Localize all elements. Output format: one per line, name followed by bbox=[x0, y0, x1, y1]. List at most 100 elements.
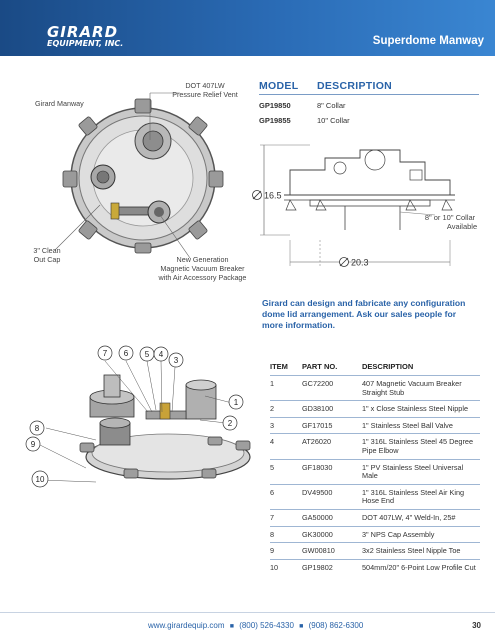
part-description: 3" NPS Cap Assembly bbox=[362, 529, 435, 539]
callout-2: 2 bbox=[228, 419, 233, 428]
collar-note-line2: Available bbox=[447, 222, 477, 231]
parts-table: ITEM PART NO. DESCRIPTION 1 GC72200 407 Ma… bbox=[270, 362, 480, 575]
model-description: 10" Collar bbox=[317, 116, 350, 125]
vacuum-breaker-line3: with Air Accessory Package bbox=[158, 273, 247, 282]
model-number: GP19855 bbox=[259, 116, 291, 125]
page-number: 30 bbox=[472, 621, 481, 630]
part-number: GF17015 bbox=[302, 420, 333, 430]
exploded-assembly-illustration bbox=[79, 374, 251, 480]
callout-6: 6 bbox=[124, 349, 129, 358]
parts-row: 1 GC72200 407 Magnetic Vacuum Breaker Stra… bbox=[270, 376, 480, 402]
page-footer: www.girardequip.com ■ (800) 526-4330 ■ (… bbox=[0, 612, 495, 640]
callout-5: 5 bbox=[145, 350, 150, 359]
part-description: 3x2 Stainless Steel Nipple Toe bbox=[362, 546, 461, 556]
item-number: 5 bbox=[270, 462, 275, 472]
callout-8: 8 bbox=[35, 424, 40, 433]
parts-row: 10 GP19802 504mm/20" 6-Point Low Profile C… bbox=[270, 560, 480, 576]
manway-side-view-drawing: 16.5 20.3 8" or 10" Collar Available bbox=[252, 144, 477, 268]
part-number: GW00810 bbox=[302, 546, 335, 556]
clean-out-line1: 3" Clean bbox=[33, 246, 61, 255]
separator-square-icon: ■ bbox=[229, 623, 234, 630]
relief-vent-line1: DOT 407LW bbox=[185, 81, 225, 90]
part-no-header: PART NO. bbox=[302, 362, 338, 371]
parts-row: 8 GK30000 3" NPS Cap Assembly bbox=[270, 527, 480, 544]
parts-row: 7 GA50000 DOT 407LW, 4" Weld-In, 25# bbox=[270, 510, 480, 527]
parts-row: 5 GF18030 1" PV Stainless Steel Universal … bbox=[270, 460, 480, 485]
diameter-symbol bbox=[252, 190, 262, 200]
item-number: 1 bbox=[270, 379, 275, 388]
top-leader-lines bbox=[54, 92, 191, 259]
part-description: 1" Stainless Steel Ball Valve bbox=[362, 420, 453, 430]
callout-3: 3 bbox=[174, 356, 179, 365]
model-row: GP19850 8" Collar bbox=[259, 101, 479, 110]
description-header: DESCRIPTION bbox=[362, 362, 414, 371]
vacuum-breaker-line2: Magnetic Vacuum Breaker bbox=[160, 264, 245, 273]
item-number: 7 bbox=[270, 512, 275, 522]
footer-url[interactable]: www.girardequip.com bbox=[148, 621, 225, 630]
part-description: 407 Magnetic Vacuum Breaker Straight Stu… bbox=[362, 379, 462, 397]
description-header: DESCRIPTION bbox=[317, 80, 393, 92]
clean-out-line2: Out Cap bbox=[33, 255, 61, 264]
label-relief-vent: DOT 407LW Pressure Relief Vent bbox=[160, 81, 250, 99]
part-description: 1" 316L Stainless Steel Air King Hose En… bbox=[362, 487, 465, 506]
height-dimension: 16.5 bbox=[264, 191, 282, 201]
design-blurb: Girard can design and fabricate any conf… bbox=[262, 298, 466, 330]
width-dimension: 20.3 bbox=[351, 258, 369, 268]
item-number: 3 bbox=[270, 420, 275, 430]
parts-row: 6 DV49500 1" 316L Stainless Steel Air King… bbox=[270, 485, 480, 510]
callout-1: 1 bbox=[234, 398, 239, 407]
vacuum-breaker-line1: New Generation bbox=[176, 255, 229, 264]
part-number: GP19802 bbox=[302, 562, 333, 572]
relief-vent-line2: Pressure Relief Vent bbox=[172, 90, 238, 99]
item-number: 2 bbox=[270, 404, 275, 414]
callout-9: 9 bbox=[31, 440, 36, 449]
parts-row: 3 GF17015 1" Stainless Steel Ball Valve bbox=[270, 418, 480, 435]
model-header: MODEL bbox=[259, 80, 299, 92]
item-number: 6 bbox=[270, 487, 275, 497]
parts-row: 9 GW00810 3x2 Stainless Steel Nipple Toe bbox=[270, 543, 480, 560]
manway-top-view-illustration bbox=[62, 98, 224, 254]
footer-phone-2[interactable]: (908) 862-6300 bbox=[308, 621, 364, 630]
callout-10: 10 bbox=[36, 475, 45, 484]
separator-square-icon: ■ bbox=[299, 623, 304, 630]
part-description: 1" PV Stainless Steel Universal Male bbox=[362, 462, 464, 481]
label-vacuum-breaker: New Generation Magnetic Vacuum Breaker w… bbox=[150, 255, 255, 282]
part-number: DV49500 bbox=[302, 487, 333, 497]
model-description: 8" Collar bbox=[317, 101, 346, 110]
parts-table-header: ITEM PART NO. DESCRIPTION bbox=[270, 362, 480, 376]
part-number: AT26020 bbox=[302, 437, 332, 447]
footer-phone-1[interactable]: (800) 526-4330 bbox=[239, 621, 294, 630]
item-number: 8 bbox=[270, 529, 275, 539]
logo-sub-text: EQUIPMENT, INC. bbox=[47, 39, 124, 48]
model-row: GP19855 10" Collar bbox=[259, 116, 479, 125]
header-band bbox=[0, 0, 495, 56]
model-table: MODEL DESCRIPTION GP19850 8" Collar GP19… bbox=[259, 80, 479, 125]
part-description: 1" x Close Stainless Steel Nipple bbox=[362, 404, 469, 414]
item-number: 4 bbox=[270, 437, 275, 447]
part-description: DOT 407LW, 4" Weld-In, 25# bbox=[362, 512, 456, 522]
girard-logo: GIRARD EQUIPMENT, INC. bbox=[47, 23, 124, 49]
part-number: GC72200 bbox=[302, 379, 334, 388]
part-number: GD38100 bbox=[302, 404, 334, 414]
model-table-header: MODEL DESCRIPTION bbox=[259, 80, 479, 95]
collar-note-line1: 8" or 10" Collar bbox=[425, 213, 476, 222]
parts-row: 4 AT26020 1" 316L Stainless Steel 45 Degre… bbox=[270, 434, 480, 460]
callout-4: 4 bbox=[159, 350, 164, 359]
part-description: 504mm/20" 6-Point Low Profile Cut bbox=[362, 562, 476, 572]
label-clean-out: 3" Clean Out Cap bbox=[26, 246, 68, 264]
callout-layer: 1 2 3 4 5 6 7 8 9 10 bbox=[25, 345, 244, 488]
item-number: 9 bbox=[270, 546, 275, 556]
model-number: GP19850 bbox=[259, 101, 291, 110]
label-girard-manway: Girard Manway bbox=[35, 99, 84, 108]
logo-main-text: GIRARD bbox=[47, 23, 119, 41]
footer-contact: www.girardequip.com ■ (800) 526-4330 ■ (… bbox=[148, 621, 363, 630]
callout-7: 7 bbox=[103, 349, 108, 358]
parts-row: 2 GD38100 1" x Close Stainless Steel Nippl… bbox=[270, 401, 480, 418]
part-number: GK30000 bbox=[302, 529, 333, 539]
page-title: Superdome Manway bbox=[372, 35, 484, 47]
part-number: GA50000 bbox=[302, 512, 333, 522]
part-number: GF18030 bbox=[302, 462, 333, 472]
part-description: 1" 316L Stainless Steel 45 Degree Pipe E… bbox=[362, 437, 474, 455]
page-header: GIRARD EQUIPMENT, INC. Superdome Manway bbox=[0, 0, 495, 56]
item-number: 10 bbox=[270, 562, 279, 572]
